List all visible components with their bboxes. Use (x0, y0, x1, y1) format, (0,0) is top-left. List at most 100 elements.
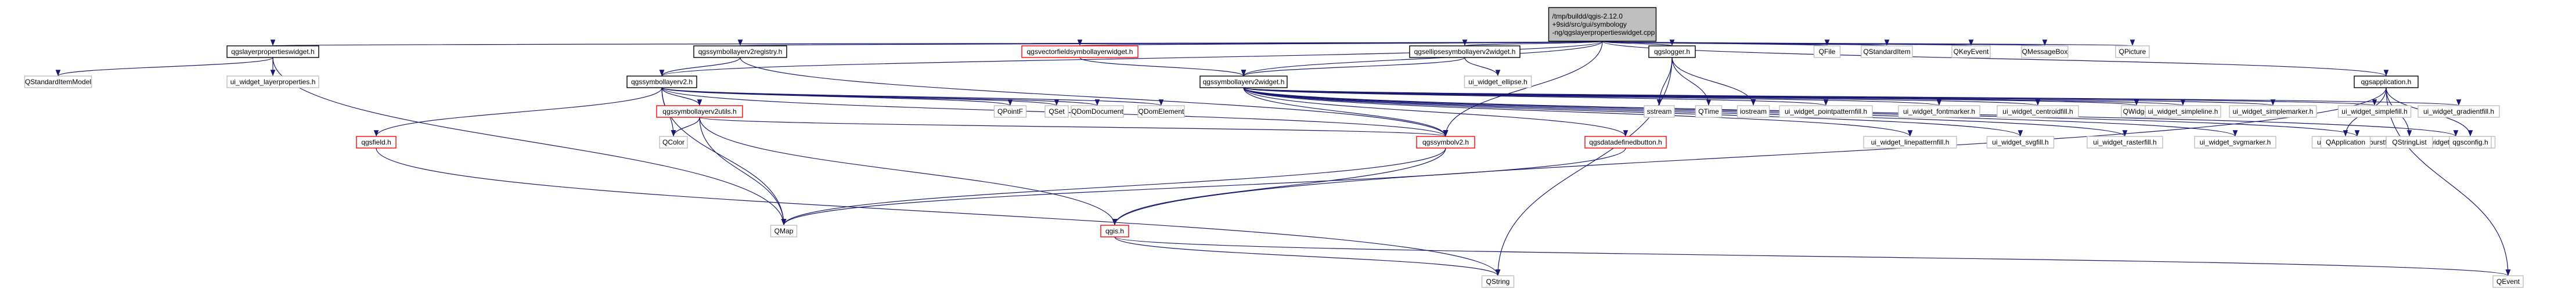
node-box (1199, 75, 1288, 88)
node-label: QPicture (2119, 48, 2146, 56)
node-qgssymbollayerv2_h[interactable]: qgssymbollayerv2.h (626, 75, 697, 88)
edge-qgssymbollayerv2utils_h-to-QColor (671, 117, 700, 137)
node-box (226, 45, 319, 58)
node-label: /tmp/buildd/qgis-2.12.0 (1552, 12, 1623, 20)
edge-qgsvectorfieldsymbollayerwidget_h-to-qgssymbollayerv2widget_h (1079, 57, 1246, 77)
node-QDomElement: QDomElement (1137, 105, 1185, 118)
node-box (1584, 136, 1667, 149)
node-label: qgsapplication.h (2361, 78, 2412, 86)
node-label: QColor (662, 138, 684, 146)
node-label: qgsfield.h (361, 138, 391, 146)
edge-qgssymbollayerv2_h-to-QDomElement (661, 87, 1163, 106)
node-label: QPointF (997, 107, 1023, 116)
node-label: QStringList (2392, 138, 2427, 146)
edge-root-to-qgsapplication_h (1602, 41, 2388, 77)
node-box (626, 75, 697, 88)
edge-qgssymbollayerv2widget_h-to-qgssymbolv2_h (1243, 87, 1449, 137)
edge-qgssymbollayerv2_h-to-qgssymbollayerv2utils_h (661, 87, 702, 106)
node-label: ui_widget_centroidfill.h (2002, 107, 2073, 116)
node-qgsdatadefinedbutton_h[interactable]: qgsdatadefinedbutton.h (1584, 136, 1667, 149)
node-QDomDocument: QDomDocument (1071, 105, 1124, 118)
node-label: ui_widget_rasterfill.h (2093, 138, 2156, 146)
node-QString: QString (1481, 275, 1515, 288)
node-QColor: QColor (659, 136, 688, 149)
node-box (1409, 45, 1521, 58)
node-box (656, 105, 743, 118)
node-box (1137, 105, 1185, 118)
node-box (1779, 105, 1873, 118)
node-label: ui_widget_simplemarker.h (2233, 107, 2314, 116)
node-qgssymbollayerv2utils_h[interactable]: qgssymbollayerv2utils.h (656, 105, 743, 118)
node-label: ui_widget_fontmarker.h (1903, 107, 1975, 116)
node-QStandardItem: QStandardItem (1861, 45, 1913, 58)
node-ui_widget_simplefill_h: ui_widget_simplefill.h (2337, 105, 2412, 118)
edge-qgsellipsesymbollayerv2widget_h-to-qgssymbollayerv2widget_h (1241, 57, 1465, 77)
node-QPicture: QPicture (2115, 45, 2150, 58)
edge-qgslayerpropertieswidget_h-to-QStandardItemModel (55, 57, 273, 77)
node-qgsvectorfieldsymbollayerwidget_h[interactable]: qgsvectorfieldsymbollayerwidget.h (1021, 45, 1139, 58)
node-label: QApplication (2326, 138, 2365, 146)
node-ui_widget_pointpatternfill_h: ui_widget_pointpatternfill.h (1779, 105, 1873, 118)
node-box (2386, 136, 2433, 149)
node-qgis_h[interactable]: qgis.h (1100, 225, 1129, 237)
node-box (1416, 136, 1475, 149)
node-label: qgssymbollayerv2.h (631, 78, 693, 86)
edge-qgssymbollayerv2widget_h-to-ui_widget_linepatternfill_h (1243, 87, 1913, 137)
edge-root-to-qgssymbollayerv2widget_h (1241, 41, 1603, 77)
node-box (1986, 136, 2055, 149)
node-label: ui_widget_simplefill.h (2341, 107, 2407, 116)
node-ui_widget_centroidfill_h: ui_widget_centroidfill.h (1997, 105, 2079, 118)
node-iostream: iostream (1736, 105, 1770, 118)
node-box (1863, 136, 1957, 149)
node-QKeyEvent: QKeyEvent (1951, 45, 1991, 58)
edge-qgssymbollayerv2_h-to-QPointF (661, 87, 1013, 106)
edge-qgssymbollayerv2widget_h-to-ui_widget_rasterfill_h (1243, 87, 2127, 137)
node-label: qgssymbollayerv2registry.h (698, 48, 783, 56)
edge-qgis_h-to-QEvent (1114, 236, 2510, 276)
node-box (1548, 7, 1657, 42)
node-label: QStandardItem (1863, 48, 1910, 56)
node-label: QMap (774, 227, 794, 235)
node-label: sstream (1647, 107, 1672, 116)
node-label: qgslogger.h (1654, 48, 1690, 56)
edge-qgssymbollayerv2utils_h-to-QMap (699, 117, 787, 226)
node-label: QKeyEvent (1954, 48, 1989, 56)
node-ui_widget_ellipse_h: ui_widget_ellipse.h (1464, 75, 1532, 88)
node-box (1861, 45, 1913, 58)
node-box (2145, 105, 2221, 118)
node-qgsellipsesymbollayerv2widget_h[interactable]: qgsellipsesymbollayerv2widget.h (1409, 45, 1521, 58)
edge-root-to-QPicture (1602, 39, 2134, 46)
edge-qgsellipsesymbollayerv2widget_h-to-ui_widget_ellipse_h (1464, 57, 1501, 77)
node-box (2115, 45, 2150, 58)
node-root[interactable]: /tmp/buildd/qgis-2.12.0+9sid/src/gui/sym… (1548, 7, 1657, 42)
node-label: qgssymbollayerv2widget.h (1203, 78, 1285, 86)
node-label: ui_widget_linepatternfill.h (1871, 138, 1950, 146)
node-qgslayerpropertieswidget_h[interactable]: qgslayerpropertieswidget.h (226, 45, 319, 58)
node-qgssymbolv2_h[interactable]: qgssymbolv2.h (1416, 136, 1475, 149)
node-qgssymbollayerv2registry_h[interactable]: qgssymbollayerv2registry.h (693, 45, 787, 58)
node-QMap: QMap (770, 225, 798, 237)
node-qgslogger_h[interactable]: qgslogger.h (1648, 45, 1696, 58)
edge-qgis_h-to-QString (1114, 236, 1501, 276)
node-label: QString (1486, 278, 1510, 286)
node-box (1481, 275, 1515, 288)
node-box (770, 225, 798, 237)
node-label: QDomElement (1139, 107, 1184, 116)
node-box (1997, 105, 2079, 118)
node-qgsapplication_h[interactable]: qgsapplication.h (2354, 75, 2419, 88)
node-qgsfield_h[interactable]: qgsfield.h (356, 136, 397, 149)
node-qgssymbollayerv2widget_h[interactable]: qgssymbollayerv2widget.h (1199, 75, 1288, 88)
node-label: ui_widget_svgfill.h (1992, 138, 2048, 146)
node-label: ui_widget_ellipse.h (1468, 78, 1527, 86)
node-box (1100, 225, 1129, 237)
node-label: QSet (1049, 107, 1065, 116)
node-label: qgsdatadefinedbutton.h (1589, 138, 1662, 146)
node-box (2229, 105, 2317, 118)
node-box (1071, 105, 1124, 118)
node-QPointF: QPointF (993, 105, 1027, 118)
edge-qgssymbollayerv2widget_h-to-ui_widget_svgfill_h (1243, 87, 2023, 137)
node-label: QWidget (2123, 107, 2150, 116)
node-box (2320, 136, 2371, 149)
node-label: ui_widget_layerproperties.h (230, 78, 316, 86)
node-label: ui_widget_gradientfill.h (2423, 107, 2494, 116)
